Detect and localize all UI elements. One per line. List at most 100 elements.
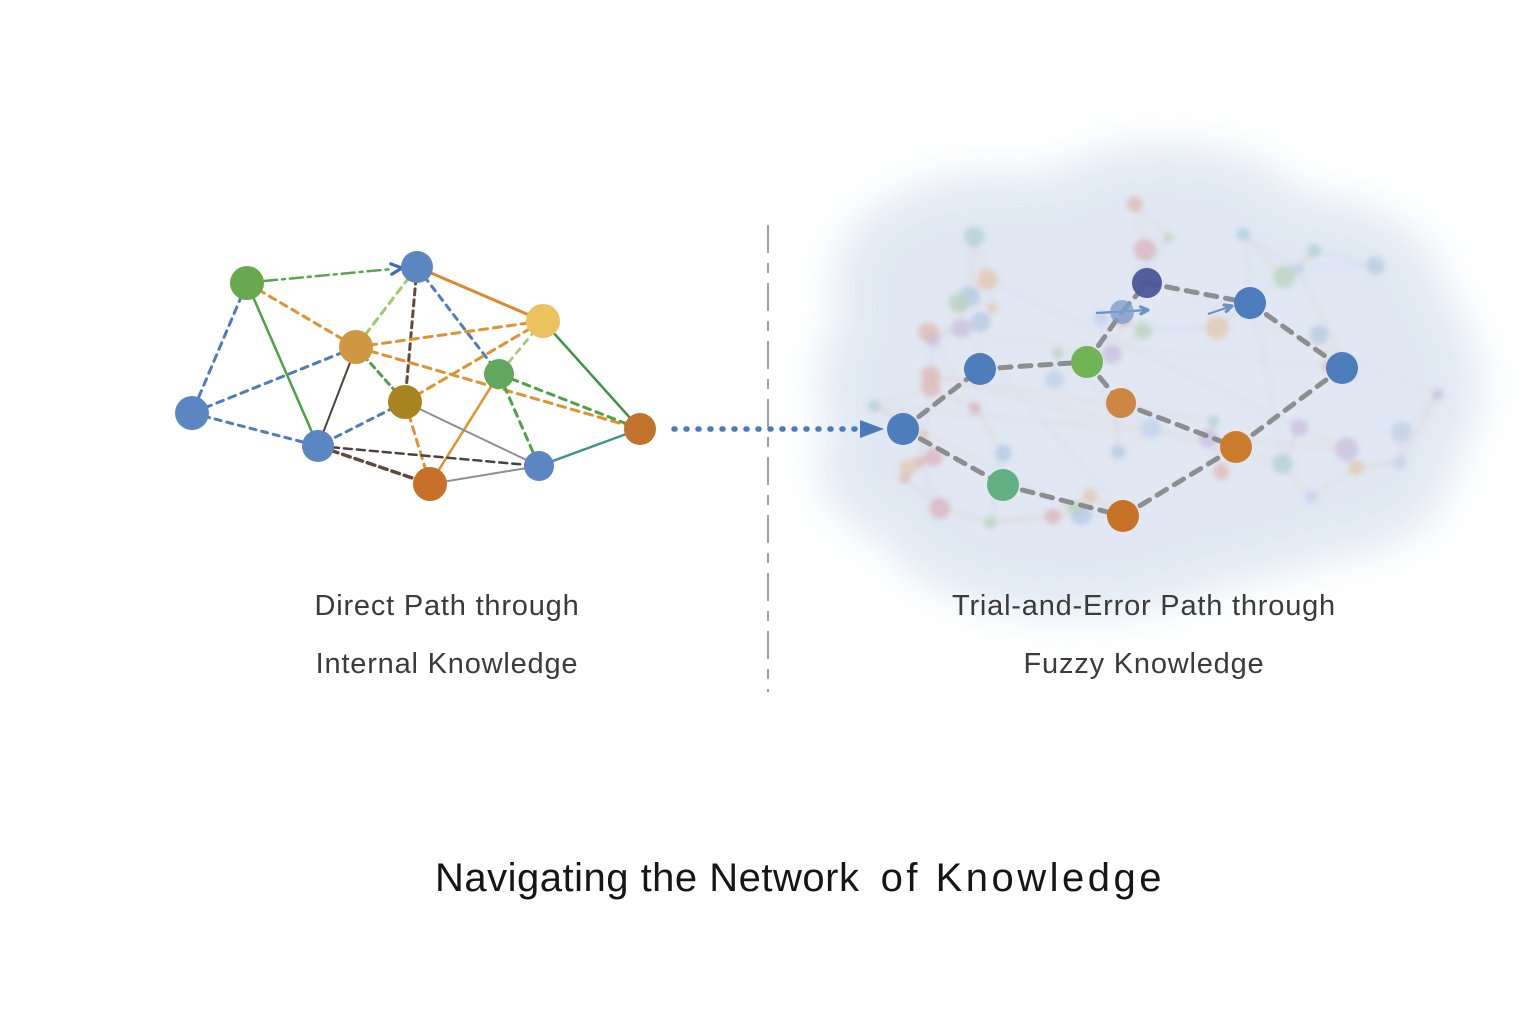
fuzzy-net-dot [1304, 490, 1318, 504]
graph-node [1071, 346, 1103, 378]
graph-node [526, 304, 560, 338]
fuzzy-background-network [867, 196, 1444, 529]
graph-edge [404, 401, 540, 467]
right-caption-line1: Trial-and-Error Path through [952, 590, 1336, 622]
fuzzy-net-line [874, 405, 1347, 450]
page-title-part2: of Knowledge [880, 856, 1166, 900]
left-graph-edges [190, 265, 642, 486]
graph-edge [1233, 365, 1345, 450]
micro-arrow-line [1207, 304, 1233, 316]
fuzzy-net-dot [994, 444, 1013, 463]
right-caption: Trial-and-Error Path through Fuzzy Knowl… [894, 577, 1394, 693]
graph-node [964, 353, 996, 385]
graph-edge [900, 366, 983, 432]
fuzzy-net-dot [929, 497, 951, 519]
fuzzy-net-dot [1163, 232, 1174, 243]
cloud-blob [1025, 145, 1305, 285]
fuzzy-net-line [928, 331, 1329, 367]
graph-node [388, 385, 422, 419]
fuzzy-net-dot [948, 292, 969, 314]
left-caption-line1: Direct Path through [314, 590, 580, 622]
graph-node [1110, 300, 1134, 324]
fuzzy-net-dot [968, 401, 982, 415]
graph-edge [354, 319, 545, 349]
graph-node [230, 266, 264, 300]
fuzzy-net-dot [1044, 370, 1064, 390]
graph-edge [403, 265, 419, 404]
page-title: Navigating the Network of Knowledge [368, 856, 1232, 901]
fuzzy-net-dot [1141, 418, 1162, 439]
fuzzy-net-dot [1306, 243, 1322, 258]
graph-node [524, 451, 554, 481]
micro-arrow-head [1139, 305, 1150, 316]
fuzzy-net-dot [1052, 347, 1063, 358]
graph-edge [190, 411, 320, 448]
graph-edge [1144, 280, 1253, 306]
fuzzy-net-dot [976, 268, 999, 291]
graph-edge [429, 465, 540, 485]
fuzzy-net-dot [1102, 344, 1122, 364]
direct-arrow-line [262, 267, 394, 283]
graph-edge [316, 444, 432, 486]
graph-node [401, 251, 433, 283]
graph-edge [497, 372, 541, 468]
graph-edge [415, 265, 545, 323]
graph-node [413, 467, 447, 501]
graph-edge [537, 427, 642, 468]
fuzzy-net-line [1310, 467, 1357, 498]
fuzzy-net-dot [1393, 456, 1407, 470]
fuzzy-net-dot [1134, 321, 1152, 340]
graph-edge [317, 346, 357, 447]
graph-edge [497, 372, 642, 431]
fuzzy-net-line [1242, 233, 1299, 270]
graph-node [987, 469, 1019, 501]
graph-node [1107, 500, 1139, 532]
fuzzy-net-dot [1110, 444, 1126, 460]
graph-node [1132, 268, 1162, 298]
direct-arrow-head [389, 262, 404, 276]
fuzzy-net-line [987, 279, 1300, 428]
fuzzy-net-dot [921, 377, 941, 398]
graph-node [302, 430, 334, 462]
fuzzy-net-dot [1366, 256, 1385, 275]
graph-edge [190, 281, 249, 415]
graph-node [887, 413, 919, 445]
left-graph-nodes [175, 251, 656, 501]
graph-edge [541, 319, 642, 431]
fuzzy-net-line [1212, 421, 1223, 472]
page-title-part1: Navigating the Network [434, 856, 860, 900]
fuzzy-net-dot [1390, 421, 1413, 443]
graph-edge [1247, 300, 1345, 371]
graph-edge [316, 444, 541, 468]
fuzzy-net-dot [1334, 437, 1359, 462]
fuzzy-net-dot [987, 302, 998, 314]
fuzzy-net-line [1144, 276, 1439, 395]
graph-node [339, 330, 373, 364]
fuzzy-net-dot [1272, 265, 1296, 289]
fuzzy-net-line [1142, 327, 1218, 332]
graph-node [624, 413, 656, 445]
left-caption: Direct Path through Internal Knowledge [197, 577, 697, 693]
fuzzy-net-dot [1236, 227, 1251, 242]
graph-edge [403, 319, 545, 404]
fuzzy-net-dot [951, 318, 972, 339]
fuzzy-net-dot [1133, 238, 1157, 262]
graph-edge [190, 345, 358, 415]
fuzzy-net-line [990, 507, 1075, 523]
fuzzy-net-line [1313, 250, 1376, 267]
fuzzy-net-dot [1082, 488, 1098, 504]
fuzzy-net-dot [1348, 459, 1364, 476]
fuzzy-net-dot [964, 226, 985, 248]
fuzzy-net-dot [1207, 415, 1220, 427]
fuzzy-net-dot [1272, 453, 1293, 475]
fuzzy-net-line [1399, 393, 1439, 464]
fuzzy-net-dot [913, 456, 926, 469]
graph-node [484, 359, 514, 389]
graph-node [1106, 388, 1136, 418]
graph-edge [415, 265, 501, 376]
fuzzy-net-dot [984, 515, 997, 529]
fuzzy-net-dot [1292, 263, 1304, 275]
graph-edge [1000, 482, 1126, 519]
